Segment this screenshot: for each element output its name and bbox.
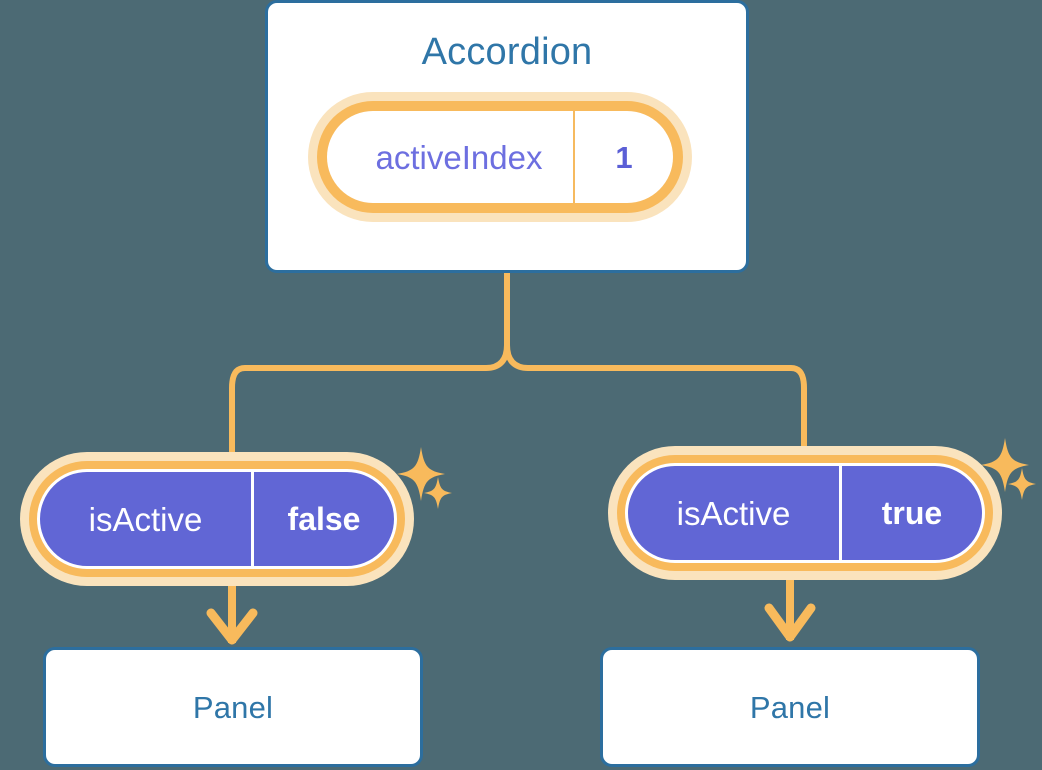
state-key-label: isActive [676,494,791,532]
state-key-label: activeIndex [375,138,543,176]
panel-right-card[interactable]: Panel [600,647,980,767]
state-value-label: 1 [573,111,673,203]
panel-left-card[interactable]: Panel [43,647,423,767]
state-pill-active-index[interactable]: activeIndex 1 [308,92,692,222]
sparkle-four-point-small-icon [1008,468,1036,500]
panel-left-title: Panel [192,689,274,725]
state-key-label: isActive [88,500,203,538]
sparkle-four-point-small-icon [424,477,452,509]
pill-body: activeIndex 1 [327,111,673,203]
panel-right-title: Panel [749,689,831,725]
connector-branch-left [229,342,510,455]
connector-branch-right [504,342,807,449]
state-pill-is-active-right[interactable]: isActive true [608,446,1002,580]
arrow-right-panel [764,580,816,642]
pill-body: isActive false [37,469,397,569]
state-value-label: true [839,466,982,560]
accordion-title: Accordion [421,31,593,73]
arrow-left-panel [206,586,258,645]
state-value-label: false [251,472,394,566]
pill-body: isActive true [625,463,985,563]
state-pill-is-active-left[interactable]: isActive false [20,452,414,586]
